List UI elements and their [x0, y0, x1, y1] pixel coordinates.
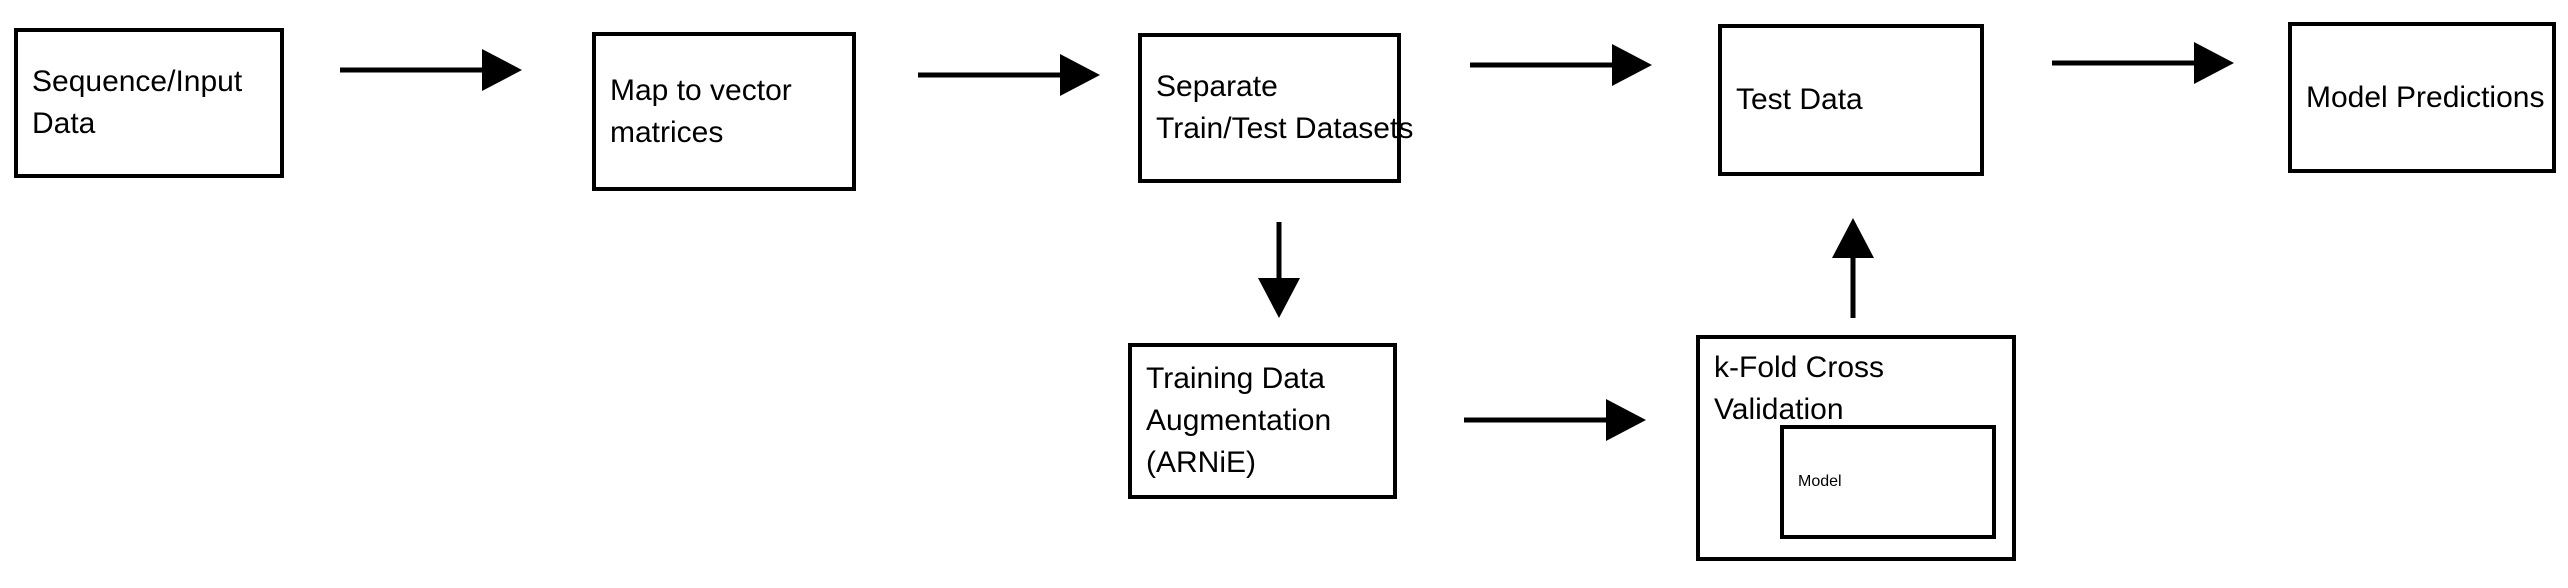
- arrow-shaft: [2052, 60, 2197, 66]
- arrow-head: [2194, 42, 2234, 84]
- arrow-map-to-separate-icon: [918, 50, 1100, 100]
- node-sequence-input-label: Sequence/Input Data: [32, 65, 243, 140]
- arrow-kfold-to-test-data-icon: [1828, 218, 1878, 318]
- arrow-head: [1612, 44, 1652, 86]
- arrow-head: [1606, 399, 1646, 441]
- arrow-separate-to-test-data-icon: [1470, 40, 1652, 90]
- node-separate-train-test-datasets[interactable]: Separate Train/Test Datasets: [1138, 33, 1413, 183]
- node-model-predictions-label: Model Predictions: [2306, 80, 2545, 114]
- node-kfold-cross-validation[interactable]: k-Fold Cross Validation Model: [1696, 335, 2016, 561]
- arrow-shaft: [340, 67, 485, 73]
- arrow-shaft: [1470, 62, 1615, 68]
- arrow-separate-to-training-augmentation-icon: [1254, 222, 1304, 318]
- arrow-head: [1832, 218, 1874, 258]
- arrow-head: [1258, 278, 1300, 318]
- arrow-augmentation-to-kfold-icon: [1464, 395, 1646, 445]
- node-map-to-vector-matrices[interactable]: Map to vector matrices: [592, 32, 856, 191]
- node-kfold-cross-validation-label: k-Fold Cross Validation: [1714, 351, 1885, 426]
- node-test-data-label: Test Data: [1736, 83, 1863, 116]
- node-training-data-augmentation-label: Training Data Augmentation (ARNiE): [1146, 362, 1332, 479]
- arrow-head: [482, 49, 522, 91]
- node-separate-train-test-datasets-label: Separate Train/Test Datasets: [1156, 70, 1414, 145]
- node-model-predictions[interactable]: Model Predictions: [2288, 22, 2556, 173]
- node-map-to-vector-matrices-label: Map to vector matrices: [610, 73, 792, 149]
- arrow-shaft: [1850, 254, 1856, 318]
- arrow-head: [1060, 54, 1100, 96]
- node-model-label: Model: [1798, 473, 1842, 490]
- arrow-shaft: [918, 72, 1063, 78]
- node-model[interactable]: Model: [1780, 425, 1996, 539]
- node-training-data-augmentation[interactable]: Training Data Augmentation (ARNiE): [1128, 343, 1397, 499]
- arrow-test-data-to-model-predictions-icon: [2052, 38, 2234, 88]
- arrow-shaft: [1464, 417, 1609, 423]
- arrow-shaft: [1276, 222, 1282, 282]
- node-sequence-input[interactable]: Sequence/Input Data: [14, 28, 284, 178]
- arrow-sequence-to-map-icon: [340, 45, 522, 95]
- node-test-data[interactable]: Test Data: [1718, 24, 1984, 176]
